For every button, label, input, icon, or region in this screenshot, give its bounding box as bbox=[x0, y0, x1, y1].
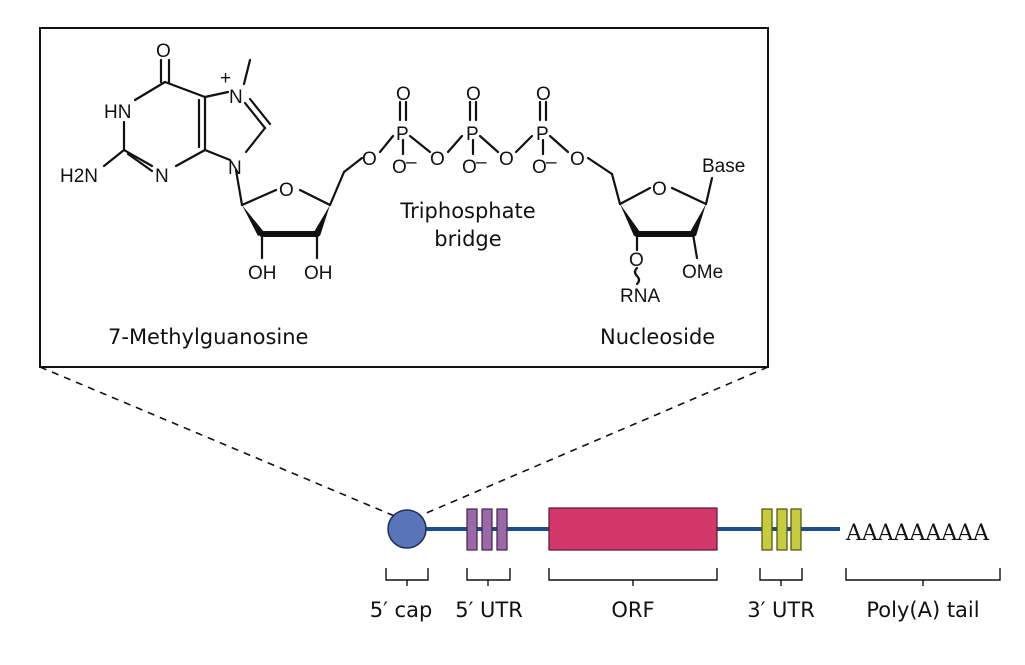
atom-o-bridge-1: O bbox=[362, 149, 377, 170]
atom-o-bridge-3: O bbox=[499, 149, 514, 170]
label-nucleoside: Nucleoside bbox=[600, 325, 715, 349]
atom-p2-o-top: O bbox=[466, 84, 481, 105]
atom-p2-o-bottom: O bbox=[462, 157, 477, 178]
atom-p1-o-top: O bbox=[396, 84, 411, 105]
atom-p3-o-bottom: O bbox=[532, 157, 547, 178]
utr3-blocks bbox=[761, 508, 802, 551]
bracket-utr3 bbox=[759, 568, 803, 586]
cap-circle bbox=[387, 509, 427, 549]
atom-n-ring: N bbox=[155, 166, 169, 187]
poly-a-sequence: AAAAAAAAA bbox=[845, 521, 990, 546]
atom-h2n: H2N bbox=[60, 166, 98, 187]
atom-n-methyl: N bbox=[229, 87, 243, 108]
bracket-cap bbox=[385, 568, 429, 586]
atom-p1-o-bottom: O bbox=[392, 157, 407, 178]
bracket-tail bbox=[845, 568, 1001, 586]
atom-ome: OMe bbox=[682, 262, 723, 283]
charge-minus-2: – bbox=[476, 152, 487, 173]
atom-p3-o-top: O bbox=[536, 84, 551, 105]
label-methylguanosine: 7-Methylguanosine bbox=[108, 325, 308, 349]
atom-p-2: P bbox=[466, 124, 479, 145]
label-5-utr: 5′ UTR bbox=[455, 598, 523, 622]
mrna-schematic: AAAAAAAAA 5′ cap 5′ UTR ORF 3′ UTR Poly(… bbox=[370, 507, 1001, 622]
label-3-utr: 3′ UTR bbox=[747, 598, 815, 622]
atom-o-bridge-2: O bbox=[430, 149, 445, 170]
label-orf: ORF bbox=[611, 598, 654, 622]
atom-rna: RNA bbox=[620, 286, 660, 307]
label-bridge: bridge bbox=[434, 227, 501, 251]
methylguanosine-structure: O HN H2N N N + N O OH OH bbox=[60, 41, 364, 284]
atom-o-3prime: O bbox=[629, 250, 644, 271]
zoom-line-left bbox=[39, 366, 405, 521]
label-poly-a-tail: Poly(A) tail bbox=[866, 598, 979, 622]
utr5-blocks bbox=[466, 508, 508, 551]
label-5-cap: 5′ cap bbox=[370, 598, 433, 622]
structure-inset-box bbox=[39, 27, 769, 368]
charge-minus-3: – bbox=[546, 152, 557, 173]
atom-oh-2prime: OH bbox=[248, 263, 277, 284]
charge-minus-1: – bbox=[406, 152, 417, 173]
bracket-orf bbox=[548, 568, 718, 586]
triphosphate-bridge: O P O O – O P O O – O P O O – O bbox=[362, 84, 622, 206]
zoom-line-right bbox=[409, 366, 769, 521]
atom-base: Base bbox=[702, 156, 745, 177]
atom-o-bridge-4: O bbox=[570, 149, 585, 170]
atom-n9: N bbox=[228, 158, 242, 179]
charge-plus: + bbox=[220, 68, 231, 89]
nucleoside-structure: O Base O RNA OMe bbox=[618, 156, 745, 307]
atom-hn: HN bbox=[104, 102, 131, 123]
bracket-utr5 bbox=[466, 568, 511, 586]
label-triphosphate: Triphosphate bbox=[399, 199, 535, 223]
atom-p-1: P bbox=[396, 124, 409, 145]
orf-block bbox=[548, 507, 718, 551]
atom-oh-3prime: OH bbox=[304, 263, 333, 284]
atom-p-3: P bbox=[536, 124, 549, 145]
atom-ring-o-1: O bbox=[279, 180, 294, 201]
atom-ring-o-2: O bbox=[652, 179, 667, 200]
atom-o-carbonyl: O bbox=[156, 41, 171, 62]
